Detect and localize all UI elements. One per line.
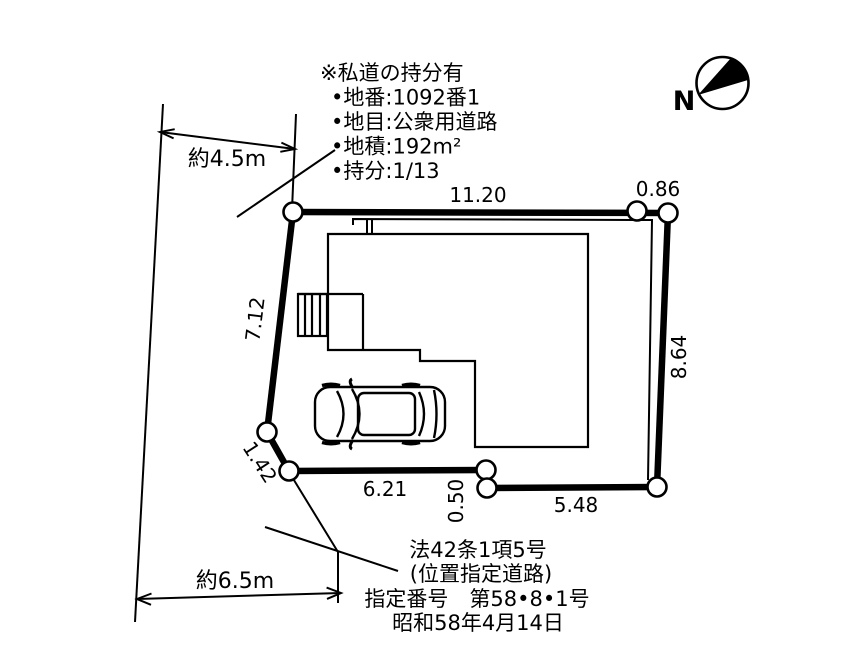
car-mirror-top [348,377,355,389]
boundary-point [476,477,498,499]
boundary-point [278,460,300,482]
note-line: •地目:公衆用道路 [331,110,497,134]
note-line: •地番:1092番1 [331,86,480,110]
note-line: •地積:192m² [331,135,461,159]
designation-line1: 法42条1項5号 [409,538,546,562]
designation-line3: 指定番号 第58•8•1号 [364,587,589,611]
house-footprint [326,232,590,449]
dimension-lower-road [134,586,344,606]
measurement-right: 8.64 [667,335,691,380]
dimension-upper-road [156,128,299,153]
measurement-bottom-left: 6.21 [363,477,408,501]
inner-wall-lines [352,217,654,481]
inner-wall-top-right [352,217,654,481]
boundary-point [626,200,648,222]
car-wheel-rear-bottom [401,440,421,446]
private-road-notes: ※私道の持分有 •地番:1092番1 •地目:公衆用道路 •地積:192m² •… [320,61,497,183]
boundary-point [646,476,668,498]
road-left-edge-line [134,103,164,623]
car-roof [356,391,417,437]
boundary-bottom-right [486,483,658,492]
dimension-line [136,592,342,600]
designation-leader-line-2 [264,526,399,572]
leader-lines [236,149,399,603]
road-width-labels: 約4.5m 約6.5m [188,147,274,594]
arrowhead-left [156,128,175,140]
boundary-left [263,211,297,433]
boundary-right [653,212,672,488]
car-windshield [335,390,345,438]
notes-leader-line [236,149,336,218]
road-edge-lines [134,103,297,623]
boundary-point [475,459,497,481]
compass-north-label: N [673,86,696,117]
boundary-top [292,208,669,217]
measurement-labels: 11.20 0.86 8.64 7.12 1.42 6.21 0.50 5.48 [238,177,691,523]
arrowhead-right [280,141,299,153]
compass: N [673,55,750,117]
car-cabin-front [350,388,361,440]
car-wheel-rear-top [401,382,421,388]
measurement-bottom-right: 5.48 [554,493,599,517]
measurement-top-right: 0.86 [636,177,681,201]
designation-line2: (位置指定道路) [410,562,552,586]
dimension-line [159,131,296,150]
road-width-lower: 約6.5m [196,569,274,594]
compass-needle [698,58,748,95]
car-rear-window [417,391,426,437]
boundary-point [282,201,304,223]
note-line: ※私道の持分有 [320,61,464,85]
arrowhead-left [134,592,152,606]
car-body [313,385,447,443]
boundary-points [256,200,679,499]
boundary-point [657,202,679,224]
car-topview [313,377,447,451]
road-width-upper: 約4.5m [188,147,266,172]
note-line: •持分:1/13 [331,159,440,183]
entrance-stairs [296,292,329,338]
road-right-edge-line [291,113,297,211]
designation-line4: 昭和58年4月14日 [392,611,564,635]
boundary-bottom-left [288,466,487,475]
house-outline [298,232,590,449]
arrowhead-right [326,586,344,600]
measurement-top: 11.20 [449,183,506,207]
measurement-left: 7.12 [240,296,269,343]
car-mirror-bottom [348,439,355,451]
boundary-point [256,421,278,443]
car-wheel-front-top [321,382,341,388]
measurement-bottom-jog: 0.50 [444,479,468,524]
car-trunk-line [432,389,438,439]
car-wheel-front-bottom [321,440,341,446]
road-designation: 法42条1項5号 (位置指定道路) 指定番号 第58•8•1号 昭和58年4月1… [364,538,589,635]
